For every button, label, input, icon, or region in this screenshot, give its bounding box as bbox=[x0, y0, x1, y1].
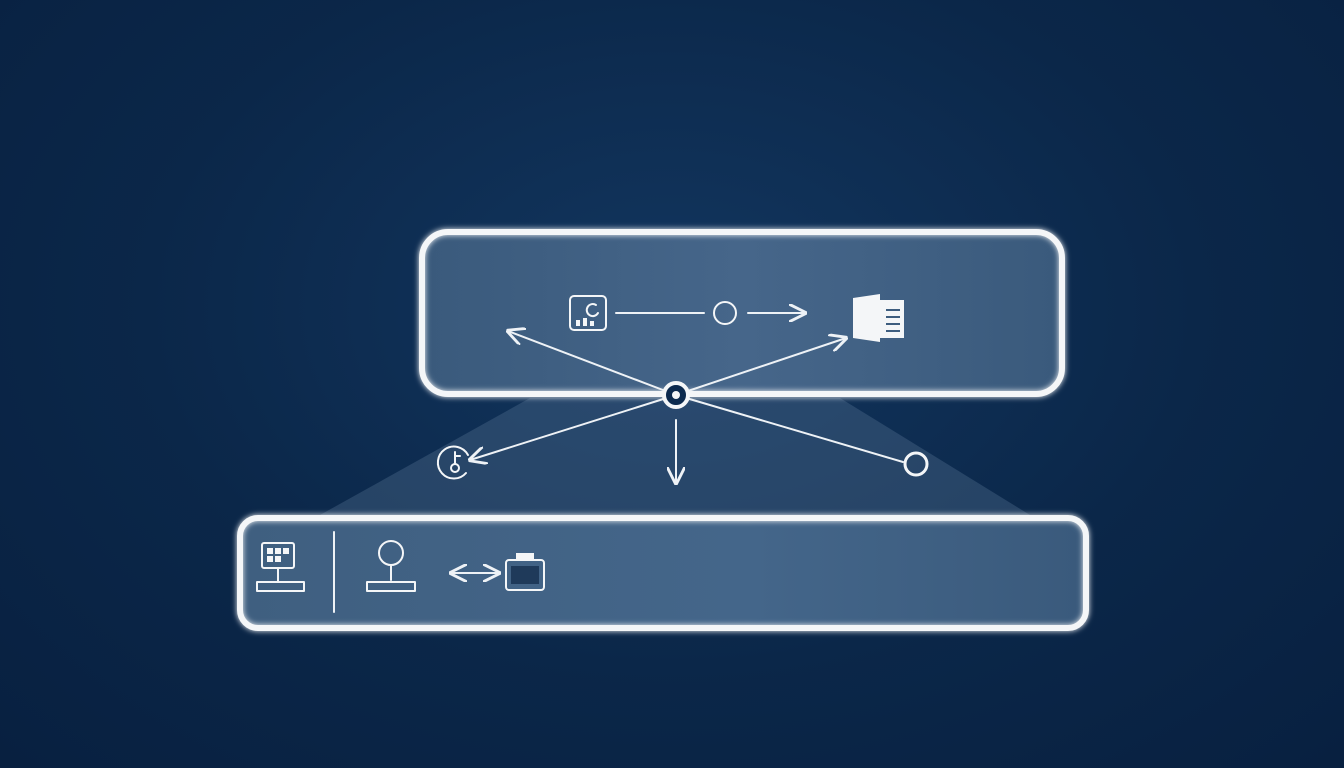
hub-node-icon bbox=[662, 381, 690, 409]
chart-tile-icon bbox=[569, 295, 607, 331]
branch-lower-right bbox=[675, 394, 904, 463]
branch-upper-left bbox=[508, 331, 677, 396]
document-stack-icon bbox=[853, 294, 904, 342]
branch-lower-left bbox=[470, 394, 677, 460]
node-circle-icon bbox=[713, 301, 737, 325]
battery-icon bbox=[505, 553, 545, 591]
refresh-key-icon bbox=[436, 445, 469, 480]
node-circle-icon bbox=[903, 451, 929, 477]
monitor-grid-icon bbox=[256, 542, 305, 592]
branch-upper-right bbox=[675, 338, 846, 396]
user-pin-icon bbox=[366, 540, 416, 592]
top-panel bbox=[419, 229, 1065, 397]
bottom-panel bbox=[237, 515, 1089, 631]
